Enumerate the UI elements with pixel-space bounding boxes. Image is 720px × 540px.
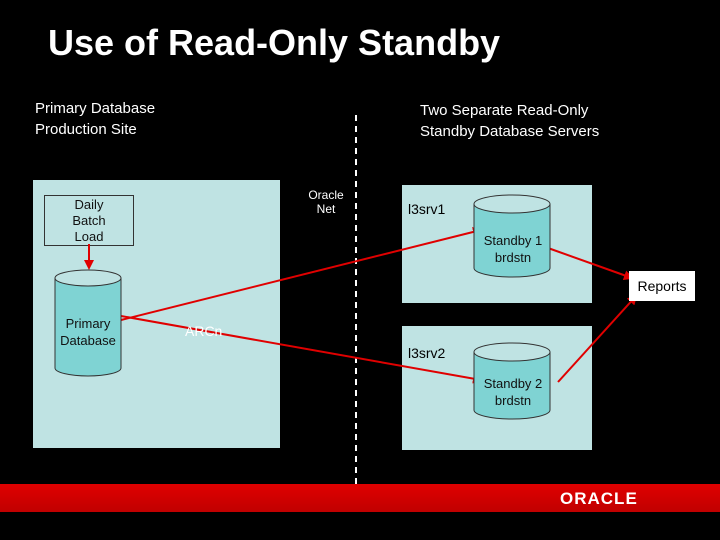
arcn-label: ARCn bbox=[185, 323, 223, 339]
standby-site-line2: Standby Database Servers bbox=[420, 123, 600, 140]
standby1-to-reports-arrow bbox=[547, 247, 634, 281]
daily-batch-load-box: Daily Batch Load bbox=[44, 195, 134, 246]
oracle-net-line2: Net bbox=[316, 202, 336, 216]
server1-hostname: l3srv1 bbox=[408, 201, 446, 217]
standby1-label-line2: brdstn bbox=[494, 250, 532, 265]
reports-box: Reports bbox=[629, 271, 695, 301]
primary-database-line1: Primary bbox=[65, 316, 111, 331]
standby2-label-line2: brdstn bbox=[494, 393, 532, 408]
standby2-database-cylinder bbox=[473, 342, 551, 420]
primary-to-standby1-arrow bbox=[120, 227, 483, 321]
standby-site-line1: Two Separate Read-Only bbox=[420, 102, 589, 119]
primary-site-line2: Production Site bbox=[35, 121, 137, 138]
oracle-net-label: Oracle Net bbox=[298, 188, 354, 216]
footer-bar bbox=[0, 484, 720, 512]
daily-batch-load-line2: Batch bbox=[72, 213, 106, 228]
oracle-logo: ORACLE bbox=[560, 489, 638, 508]
standby2-to-reports-arrow bbox=[557, 294, 638, 383]
standby1-label: Standby 1 brdstn bbox=[470, 232, 556, 266]
oracle-logo-text: ORACLE bbox=[560, 489, 638, 508]
oracle-net-line1: Oracle bbox=[308, 188, 344, 202]
standby1-database-cylinder bbox=[473, 194, 551, 278]
reports-label: Reports bbox=[637, 278, 687, 294]
standby1-label-line1: Standby 1 bbox=[483, 233, 543, 248]
daily-batch-load-line1: Daily bbox=[74, 197, 104, 212]
standby-site-heading: Two Separate Read-Only Standby Database … bbox=[420, 100, 599, 142]
primary-database-cylinder bbox=[54, 269, 122, 377]
primary-to-standby2-arrow bbox=[120, 315, 483, 384]
primary-site-line1: Primary Database bbox=[35, 100, 156, 117]
standby2-label: Standby 2 brdstn bbox=[470, 375, 556, 409]
server2-hostname: l3srv2 bbox=[408, 345, 446, 361]
primary-site-heading: Primary Database Production Site bbox=[35, 98, 155, 140]
primary-database-label: Primary Database bbox=[55, 315, 121, 349]
standby2-label-line1: Standby 2 bbox=[483, 376, 543, 391]
slide-title: Use of Read-Only Standby bbox=[48, 22, 501, 63]
primary-database-line2: Database bbox=[60, 333, 116, 348]
daily-batch-load-line3: Load bbox=[74, 229, 104, 244]
